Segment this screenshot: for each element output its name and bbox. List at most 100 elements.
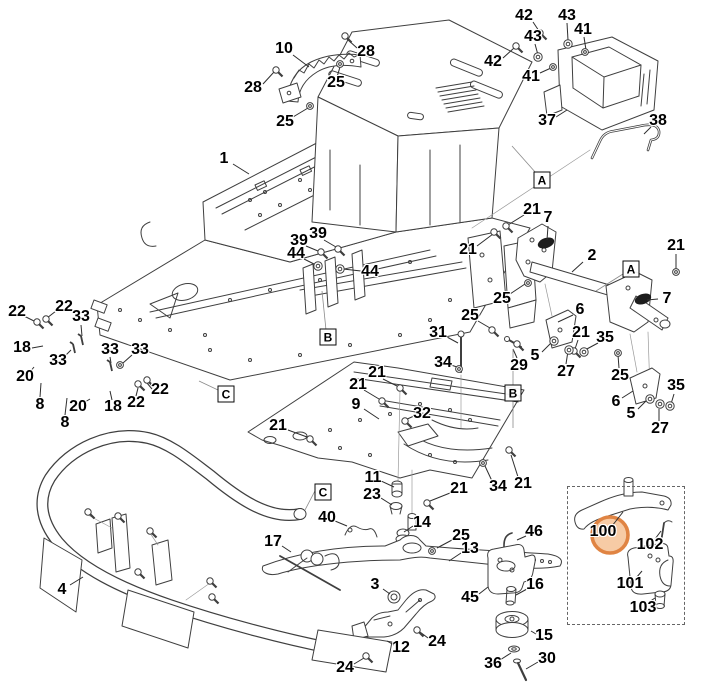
part-label-25[interactable]: 25 [493, 290, 511, 307]
part-label-25[interactable]: 25 [611, 367, 629, 384]
part-label-21[interactable]: 21 [514, 475, 532, 492]
leader-line [617, 354, 620, 369]
part-label-28[interactable]: 28 [357, 43, 375, 60]
part-label-32[interactable]: 32 [413, 405, 431, 422]
part-label-43[interactable]: 43 [524, 28, 542, 45]
part-label-35[interactable]: 35 [596, 329, 614, 346]
part-label-36[interactable]: 36 [484, 655, 502, 672]
part-label-21[interactable]: 21 [667, 237, 685, 254]
part-label-29[interactable]: 29 [510, 357, 528, 374]
part-label-41[interactable]: 41 [522, 68, 540, 85]
part-label-13[interactable]: 13 [461, 540, 479, 557]
washer-icon [313, 261, 323, 271]
part-label-25[interactable]: 25 [461, 307, 479, 324]
part-label-14[interactable]: 14 [413, 514, 431, 531]
part-label-101[interactable]: 101 [616, 575, 644, 592]
part-label-43[interactable]: 43 [558, 7, 576, 24]
part-label-37[interactable]: 37 [538, 112, 556, 129]
part-label-6[interactable]: 6 [575, 301, 585, 318]
part-label-20[interactable]: 20 [16, 368, 34, 385]
part-label-42[interactable]: 42 [484, 53, 502, 70]
part-label-33[interactable]: 33 [101, 341, 119, 358]
part-label-22[interactable]: 22 [127, 394, 145, 411]
part-label-8[interactable]: 8 [35, 396, 45, 413]
part-label-34[interactable]: 34 [489, 478, 507, 495]
part-label-20[interactable]: 20 [69, 398, 87, 415]
wire-bracket-38-artwork [471, 123, 661, 229]
part-label-33[interactable]: 33 [49, 352, 67, 369]
part-label-10[interactable]: 10 [275, 40, 293, 57]
part-label-35[interactable]: 35 [667, 377, 685, 394]
part-label-40[interactable]: 40 [318, 509, 336, 526]
part-label-4[interactable]: 4 [57, 581, 67, 598]
part-label-21[interactable]: 21 [523, 201, 541, 218]
part-label-38[interactable]: 38 [649, 112, 667, 129]
part-label-23[interactable]: 23 [363, 486, 381, 503]
part-label-31[interactable]: 31 [429, 324, 447, 341]
part-label-28[interactable]: 28 [244, 79, 262, 96]
part-label-18[interactable]: 18 [13, 339, 31, 356]
part-label-21[interactable]: 21 [269, 417, 287, 434]
part-label-100[interactable]: 100 [589, 523, 617, 540]
part-label-102[interactable]: 102 [636, 536, 664, 553]
part-label-15[interactable]: 15 [535, 627, 553, 644]
part-label-21[interactable]: 21 [459, 241, 477, 258]
part-label-33[interactable]: 33 [72, 308, 90, 325]
part-label-6[interactable]: 6 [611, 393, 621, 410]
part-label-39[interactable]: 39 [290, 232, 308, 249]
part-label-44[interactable]: 44 [361, 263, 379, 280]
leader-line [64, 397, 68, 416]
part-label-44[interactable]: 44 [287, 245, 305, 262]
leader-line [80, 324, 83, 337]
part-label-24[interactable]: 24 [336, 659, 354, 676]
part-label-25[interactable]: 25 [327, 74, 345, 91]
part-label-8[interactable]: 8 [60, 414, 70, 431]
part-label-21[interactable]: 21 [368, 364, 386, 381]
bracket-10-artwork [278, 52, 362, 104]
part-label-27[interactable]: 27 [651, 420, 669, 437]
part-label-9[interactable]: 9 [351, 396, 361, 413]
part-label-17[interactable]: 17 [264, 533, 282, 550]
part-label-2[interactable]: 2 [587, 247, 597, 264]
leader-line [476, 233, 494, 247]
part-label-25[interactable]: 25 [276, 113, 294, 130]
tensioner-artwork [487, 532, 536, 682]
part-label-22[interactable]: 22 [55, 298, 73, 315]
part-label-45[interactable]: 45 [461, 589, 479, 606]
part-label-5[interactable]: 5 [530, 347, 540, 364]
bolt-icon [143, 376, 155, 388]
part-label-39[interactable]: 39 [309, 225, 327, 242]
part-label-12[interactable]: 12 [392, 639, 410, 656]
part-label-34[interactable]: 34 [434, 354, 452, 371]
washer-icon [563, 39, 573, 49]
bolt-icon [513, 340, 525, 352]
part-label-18[interactable]: 18 [104, 398, 122, 415]
part-label-103[interactable]: 103 [629, 599, 657, 616]
part-label-42[interactable]: 42 [515, 7, 533, 24]
part-label-33[interactable]: 33 [131, 341, 149, 358]
part-label-22[interactable]: 22 [151, 381, 169, 398]
part-label-25[interactable]: 25 [452, 527, 470, 544]
part-label-1[interactable]: 1 [219, 150, 229, 167]
part-label-24[interactable]: 24 [428, 633, 446, 650]
part-label-7[interactable]: 7 [543, 209, 553, 226]
part-label-16[interactable]: 16 [526, 576, 544, 593]
part-label-21[interactable]: 21 [349, 376, 367, 393]
leader-line [403, 525, 414, 533]
part-label-21[interactable]: 21 [572, 324, 590, 341]
washer-icon [655, 399, 665, 409]
part-label-41[interactable]: 41 [574, 21, 592, 38]
highlight-circle-100[interactable] [590, 515, 630, 555]
part-label-11[interactable]: 11 [364, 469, 382, 486]
part-label-7[interactable]: 7 [662, 290, 672, 307]
part-label-5[interactable]: 5 [626, 405, 636, 422]
nut-icon [524, 279, 532, 287]
leader-line [146, 382, 153, 390]
bolt-icon [317, 248, 329, 260]
part-label-30[interactable]: 30 [538, 650, 556, 667]
part-label-27[interactable]: 27 [557, 363, 575, 380]
part-label-3[interactable]: 3 [370, 576, 380, 593]
part-label-22[interactable]: 22 [8, 303, 26, 320]
part-label-46[interactable]: 46 [525, 523, 543, 540]
part-label-21[interactable]: 21 [450, 480, 468, 497]
